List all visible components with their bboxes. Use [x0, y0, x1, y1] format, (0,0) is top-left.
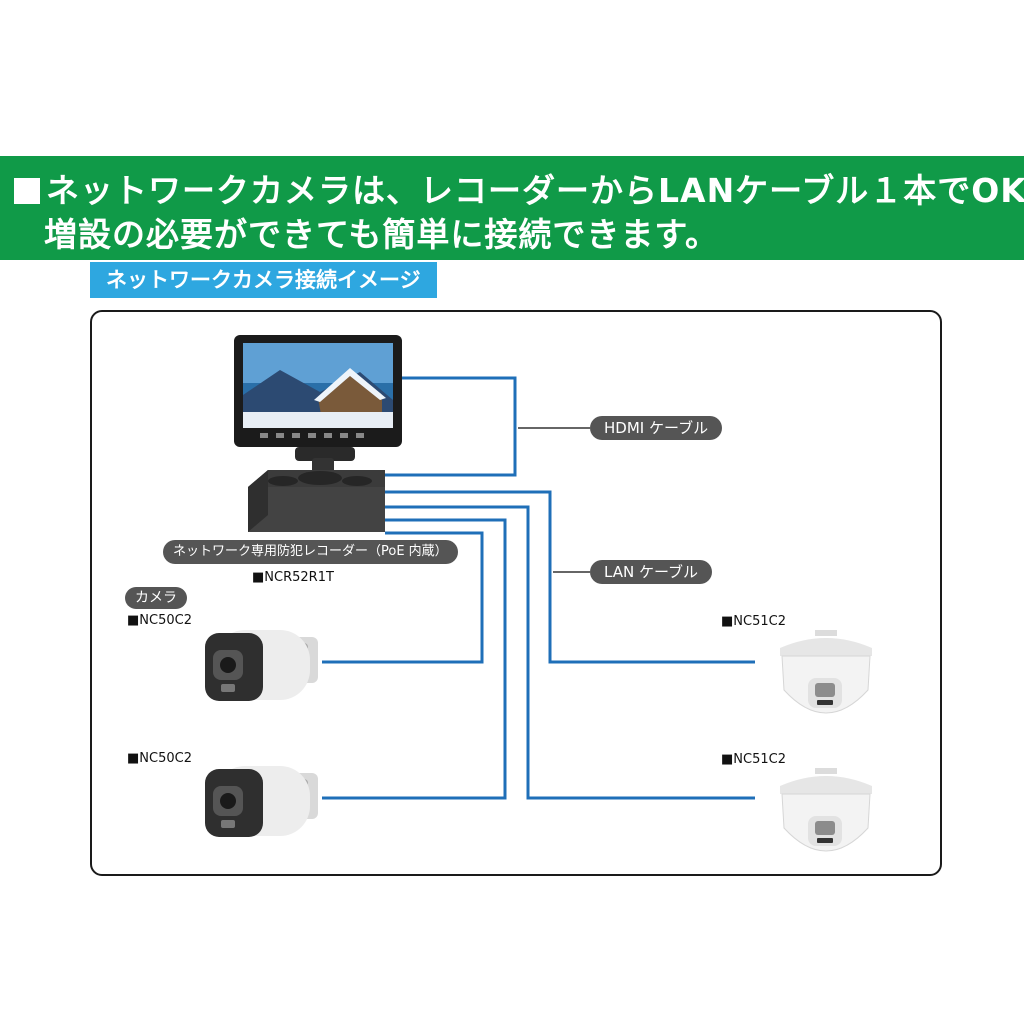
recorder-model: ■NCR52R1T [252, 570, 334, 585]
dome-camera-2-model: ■NC51C2 [721, 752, 786, 767]
section-title: ネットワークカメラ接続イメージ [90, 262, 437, 298]
recorder-label: ネットワーク専用防犯レコーダー（PoE 内蔵） [163, 540, 458, 564]
header-banner: ネットワークカメラは、レコーダーからLANケーブル１本でOK。 増設の必要ができ… [0, 156, 1024, 260]
lan-cable-to-bullet-2 [322, 518, 507, 800]
lan-cable-to-dome-1 [385, 490, 755, 664]
banner-subline: 増設の必要ができても簡単に接続できます。 [44, 215, 720, 254]
dome-camera-2 [780, 768, 872, 852]
lan-cable-label: LAN ケーブル [590, 560, 713, 584]
banner-headline-text: ネットワークカメラは、レコーダーからLANケーブル１本でOK。 [46, 171, 1024, 210]
recorder-box [248, 470, 385, 532]
cable-lines [322, 376, 755, 800]
dome-camera-1 [780, 630, 872, 714]
lan-cable-to-dome-2 [385, 505, 755, 800]
diagram-frame [90, 310, 942, 876]
monitor [234, 335, 402, 480]
camera-label: カメラ [125, 587, 187, 609]
bullet-camera-1 [205, 630, 318, 701]
hdmi-cable-label: HDMI ケーブル [590, 416, 723, 440]
square-bullet-icon [14, 178, 40, 204]
banner-headline: ネットワークカメラは、レコーダーからLANケーブル１本でOK。 [14, 164, 1024, 212]
bullet-camera-1-model: ■NC50C2 [127, 613, 192, 628]
bullet-camera-2-model: ■NC50C2 [127, 751, 192, 766]
hdmi-cable-line [380, 376, 517, 477]
dome-camera-1-model: ■NC51C2 [721, 614, 786, 629]
lan-cable-to-bullet-1 [322, 531, 484, 664]
bullet-camera-2 [205, 766, 318, 837]
